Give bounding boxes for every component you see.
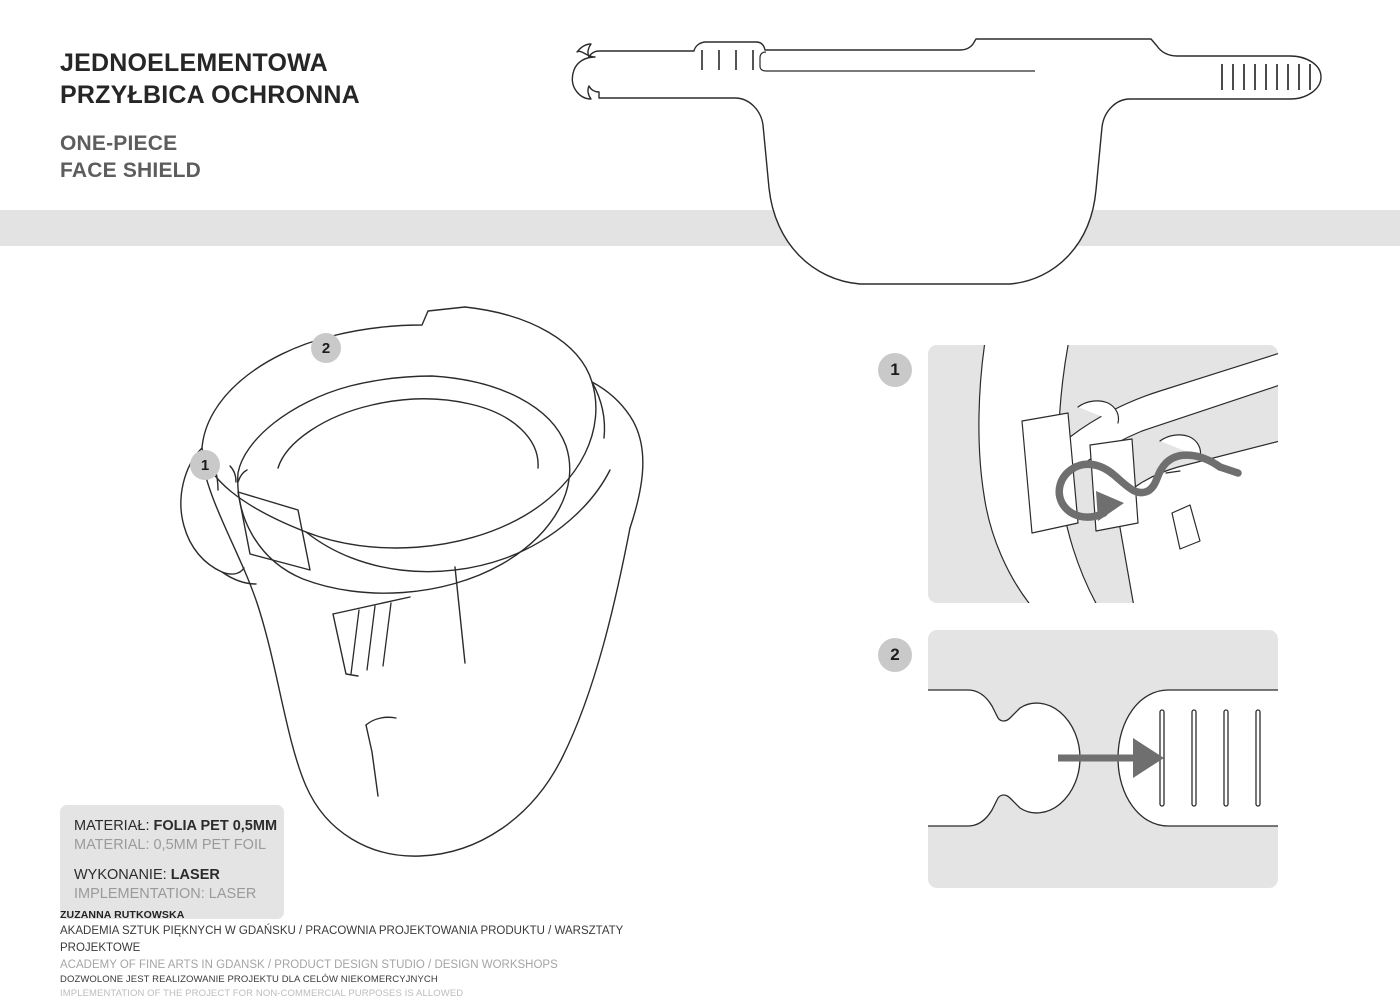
credits-license-english: IMPLEMENTATION OF THE PROJECT FOR NON-CO… (60, 988, 464, 1000)
flat-pattern-drawing (555, 28, 1355, 303)
spec-material-label: MATERIAŁ: (74, 818, 150, 834)
credits-license-polish: DOZWOLONE JEST REALIZOWANIE PROJEKTU DLA… (60, 974, 438, 986)
spec-material-english: MATERIAL: 0,5MM PET FOIL (74, 837, 267, 854)
assembly-arrow-1 (1055, 451, 1224, 521)
spec-process-english: IMPLEMENTATION: LASER (74, 886, 257, 903)
credits-institution-polish: AKADEMIA SZTUK PIĘKNYCH W GDAŃSKU / PRAC… (60, 925, 624, 954)
detail-panel-1-frame (928, 345, 1278, 603)
credits-institution-english: ACADEMY OF FINE ARTS IN GDANSK / PRODUCT… (60, 958, 558, 971)
background-band (0, 210, 1400, 246)
assembly-arrow-1-head (1096, 491, 1124, 521)
spec-process-label: WYKONANIE: (74, 867, 167, 884)
flat-pattern-right-slots (1221, 64, 1311, 90)
specification-box: MATERIAŁ: FOLIA PET 0,5MM MATERIAL: 0,5M… (60, 805, 284, 919)
title-polish-line2: PRZYŁBICA OCHRONNA (60, 80, 360, 109)
spec-process-value: LASER (170, 867, 220, 884)
assembly-arrow-2 (1058, 738, 1164, 778)
spec-material-row: MATERIAŁ: FOLIA PET 0,5MM MATERIAL: 0,5M… (74, 817, 277, 855)
detail-panel-2-frame (928, 630, 1278, 888)
credits-block: ZUZANNA RUTKOWSKA AKADEMIA SZTUK PIĘKNYC… (60, 908, 680, 1002)
title-english-line2: FACE SHIELD (60, 158, 202, 182)
flat-pattern-left-notches (701, 50, 754, 70)
credits-author: ZUZANNA RUTKOWSKA (60, 909, 185, 921)
spec-material-value: FOLIA PET 0,5MM (153, 818, 278, 834)
spec-process-row: WYKONANIE: LASER IMPLEMENTATION: LASER (74, 866, 270, 904)
title-polish-line1: JEDNOELEMENTOWA (60, 49, 328, 77)
perspective-drawing (110, 270, 710, 875)
callout-badge-1: 1 (190, 450, 220, 480)
tab-end-shape (928, 689, 1081, 827)
title-english-line1: ONE-PIECE (60, 131, 178, 155)
detail-panel-1-badge: 1 (878, 353, 912, 387)
detail-panel-2-badge: 2 (878, 638, 912, 672)
page-title: JEDNOELEMENTOWA PRZYŁBICA OCHRONNA ONE-P… (60, 48, 580, 184)
callout-badge-2: 2 (311, 333, 341, 363)
